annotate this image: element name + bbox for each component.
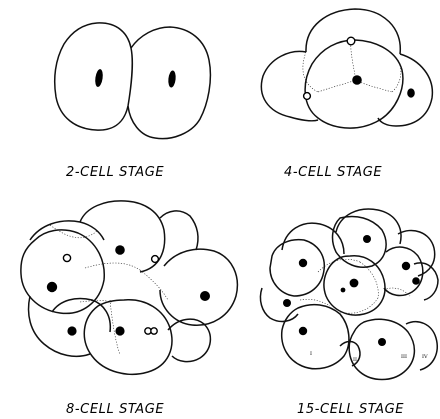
nucleus-ring bbox=[347, 37, 355, 45]
nucleus-ring bbox=[304, 93, 311, 100]
blastomere bbox=[160, 249, 237, 325]
nucleus bbox=[341, 288, 346, 293]
blastomere bbox=[270, 240, 324, 296]
two-cell-stage-panel: 2-CELL STAGE bbox=[55, 23, 211, 180]
nucleus bbox=[299, 259, 307, 267]
nucleus bbox=[67, 326, 76, 335]
nucleus bbox=[352, 75, 362, 85]
cell-label: III bbox=[401, 354, 407, 360]
nucleus bbox=[299, 327, 307, 335]
nucleus bbox=[407, 88, 415, 97]
hidden-cell-outline bbox=[351, 40, 356, 80]
stage-caption: 4-CELL STAGE bbox=[284, 165, 382, 180]
cell-label: IV bbox=[422, 354, 428, 360]
blastomere bbox=[260, 288, 298, 321]
nucleus-ring bbox=[63, 254, 70, 261]
hidden-cell-outline bbox=[318, 80, 356, 92]
blastomere-left bbox=[55, 23, 133, 130]
blastomere-front bbox=[305, 40, 403, 128]
cell-label: II bbox=[353, 357, 357, 363]
nucleus bbox=[363, 235, 371, 243]
nucleus bbox=[168, 70, 177, 88]
nucleus-ring bbox=[151, 328, 157, 334]
stage-caption: 8-CELL STAGE bbox=[66, 402, 164, 417]
hidden-cell-outline bbox=[85, 263, 140, 270]
blastomere bbox=[168, 319, 210, 361]
nucleus bbox=[115, 245, 125, 255]
blastomere bbox=[406, 322, 437, 370]
nucleus bbox=[402, 262, 410, 270]
blastomere-back bbox=[306, 9, 400, 54]
nucleus bbox=[94, 69, 104, 88]
nucleus bbox=[378, 338, 386, 346]
hidden-cell-outline bbox=[140, 270, 168, 300]
nucleus-ring bbox=[152, 256, 159, 263]
nucleus bbox=[412, 277, 420, 285]
four-cell-stage-panel: 4-CELL STAGE bbox=[261, 9, 432, 180]
fifteen-cell-stage-panel: I II III IV 15-CELL STAGE bbox=[260, 209, 438, 417]
eight-cell-stage-panel: 8-CELL STAGE bbox=[21, 201, 237, 417]
blastomere-left bbox=[261, 51, 318, 120]
blastomere bbox=[84, 300, 172, 374]
blastomere bbox=[282, 305, 349, 369]
blastomere bbox=[160, 211, 198, 250]
nucleus bbox=[47, 282, 57, 292]
stage-caption: 15-CELL STAGE bbox=[297, 402, 404, 417]
stage-caption: 2-CELL STAGE bbox=[66, 165, 164, 180]
nucleus bbox=[115, 326, 124, 335]
cell-label: I bbox=[310, 351, 312, 357]
nucleus bbox=[200, 291, 210, 301]
nucleus bbox=[350, 279, 359, 288]
nucleus bbox=[283, 299, 291, 307]
